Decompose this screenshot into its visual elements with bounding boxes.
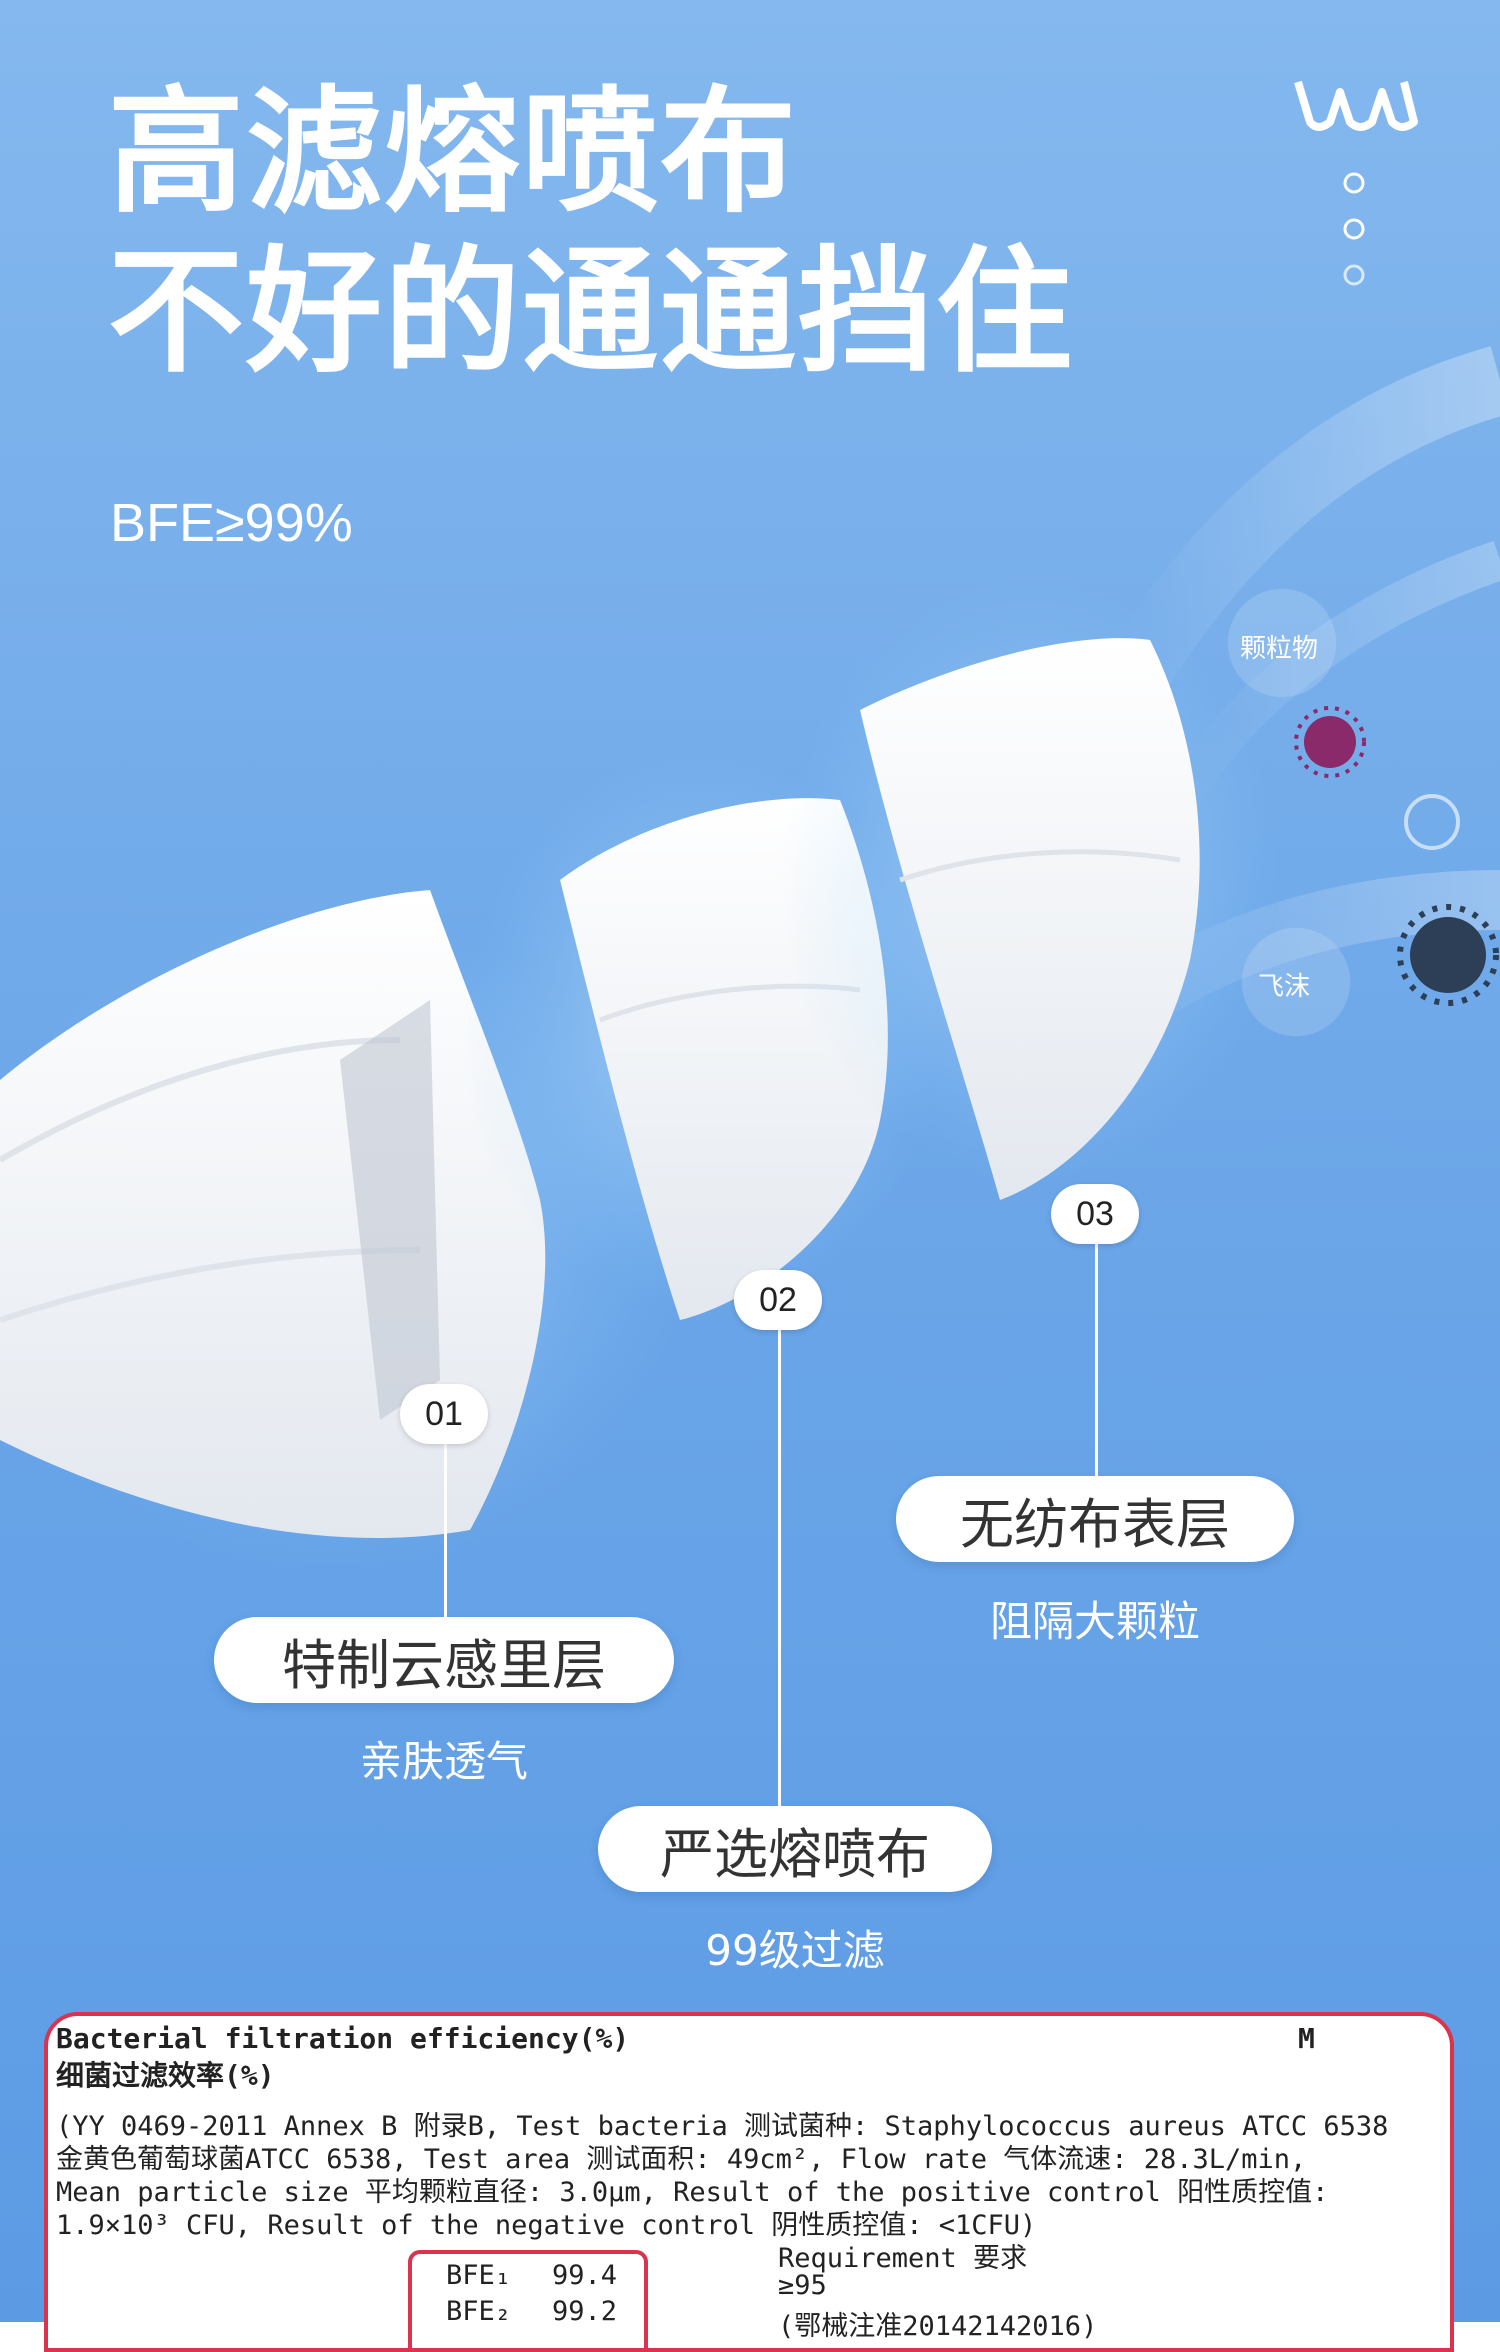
layer-01-badge: 01 — [400, 1384, 488, 1444]
layer-01-connector — [444, 1444, 447, 1624]
headline-line-1: 高滤熔喷布 — [108, 74, 798, 232]
report-title-en: Bacterial filtration efficiency(%) — [56, 2022, 630, 2055]
layer-02-badge: 02 — [734, 1270, 822, 1330]
virus-icon — [1294, 706, 1499, 1006]
layer-02-name: 严选熔喷布 — [598, 1806, 992, 1892]
report-line-1: (YY 0469-2011 Annex B 附录B, Test bacteria… — [56, 2111, 1389, 2142]
layer-03-name: 无纺布表层 — [896, 1476, 1294, 1562]
report-line-3: Mean particle size 平均颗粒直径: 3.0μm, Result… — [56, 2177, 1329, 2208]
layer-02-connector — [778, 1330, 781, 1810]
requirement-value: ≥95 — [778, 2270, 827, 2301]
layer-02-benefit: 99级过滤 — [705, 1926, 885, 1975]
layer-03-connector — [1095, 1244, 1098, 1478]
layer-01-benefit: 亲肤透气 — [359, 1737, 528, 1786]
bfe-2-value: 99.2 — [552, 2296, 618, 2327]
bfe-1-value: 99.4 — [552, 2260, 618, 2291]
report-line-4: 1.9×10³ CFU, Result of the negative cont… — [56, 2210, 1037, 2241]
brand-logo-icon — [1294, 80, 1418, 286]
bfe-1-label: BFE₁ — [446, 2260, 512, 2291]
report-size: M — [1298, 2022, 1315, 2055]
test-report-panel: Bacterial filtration efficiency(%) 细菌过滤效… — [44, 2012, 1454, 2352]
requirement-label: Requirement 要求 — [778, 2243, 1028, 2274]
report-line-2: 金黄色葡萄球菌ATCC 6538, Test area 测试面积: 49cm²,… — [56, 2144, 1307, 2175]
requirement-source: (鄂械注准20142142016) — [778, 2311, 1098, 2342]
report-title-cn: 细菌过滤效率(%) — [56, 2059, 275, 2092]
headline-line-2: 不好的通通挡住 — [108, 234, 1074, 392]
bfe-claim: BFE≥99% — [110, 493, 353, 553]
bfe-2-label: BFE₂ — [446, 2296, 512, 2327]
bfe-results-box — [408, 2250, 648, 2348]
layer-03-badge: 03 — [1051, 1184, 1139, 1244]
particles-bubble-label: 颗粒物 — [1240, 634, 1319, 664]
layer-03-benefit: 阻隔大颗粒 — [989, 1597, 1200, 1646]
droplets-bubble-label: 飞沫 — [1258, 972, 1311, 1002]
layer-01-name: 特制云感里层 — [214, 1617, 674, 1703]
mask-layer-icon — [0, 580, 1280, 1570]
